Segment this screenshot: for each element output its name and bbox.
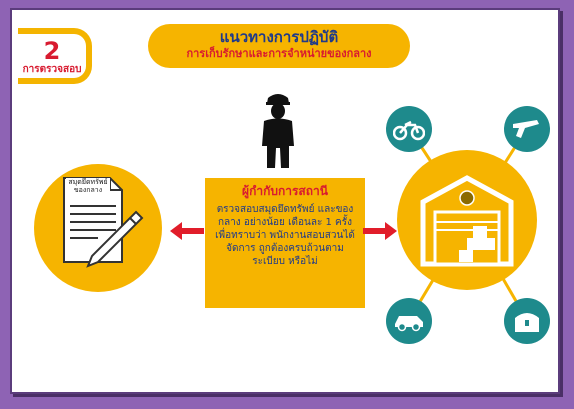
step-label: การตรวจสอบ bbox=[22, 64, 82, 75]
procedure-title: ผู้กำกับการสถานี bbox=[242, 184, 328, 198]
arrow-right-icon bbox=[363, 222, 397, 240]
procedure-body: ตรวจสอบสมุดยึดทรัพย์ และของกลาง อย่างน้อ… bbox=[215, 204, 355, 267]
treasure-chest-icon bbox=[504, 298, 550, 344]
document-label: สมุดยึดทรัพย์ ของกลาง bbox=[66, 178, 110, 194]
step-number: 2 bbox=[43, 37, 61, 65]
motorcycle-icon bbox=[386, 106, 432, 152]
page-subtitle: การเก็บรักษาและการจำหน่ายของกลาง bbox=[186, 47, 372, 60]
procedure-box: ผู้กำกับการสถานี ตรวจสอบสมุดยึดทรัพย์ แล… bbox=[205, 178, 365, 308]
warehouse-icon bbox=[420, 175, 514, 267]
car-icon bbox=[386, 298, 432, 344]
step-badge: 2 การตรวจสอบ bbox=[18, 28, 92, 84]
arrow-left-icon bbox=[170, 222, 204, 240]
page-title: แนวทางการปฏิบัติ bbox=[219, 28, 339, 46]
police-officer-icon bbox=[262, 94, 294, 168]
title-banner: แนวทางการปฏิบัติ การเก็บรักษาและการจำหน่… bbox=[148, 24, 410, 68]
gun-icon bbox=[504, 106, 550, 152]
document-pen-icon bbox=[63, 177, 144, 268]
